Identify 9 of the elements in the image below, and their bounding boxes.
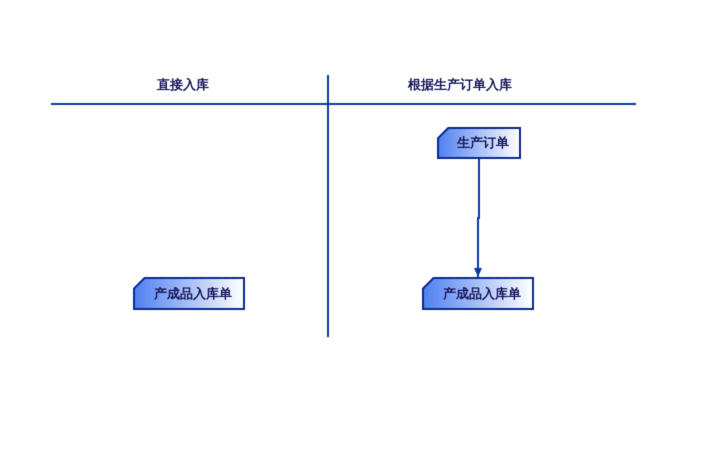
document-label: 产成品入库单 [154, 286, 232, 302]
document-label: 产成品入库单 [443, 286, 521, 302]
document-label: 生产订单 [457, 134, 509, 152]
lane-heading: 根据生产订单入库 [408, 76, 512, 94]
arrow [474, 159, 482, 277]
document-shape [133, 277, 245, 310]
lane-heading: 直接入库 [157, 76, 209, 94]
document-shape [422, 277, 534, 310]
document-shape [437, 127, 521, 159]
